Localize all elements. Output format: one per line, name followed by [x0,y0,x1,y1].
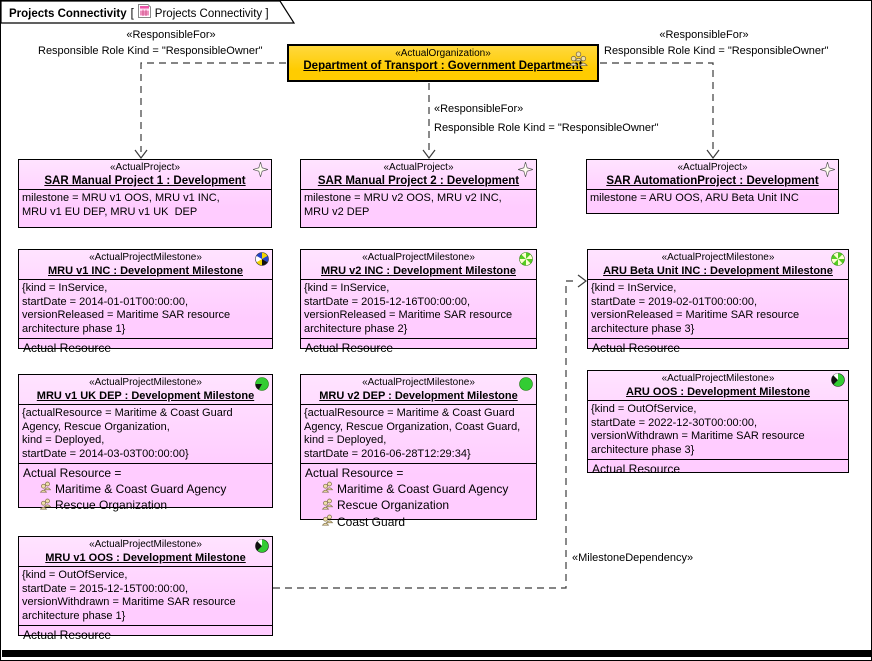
people-icon [321,498,334,515]
bottom-scrollbar[interactable] [2,650,871,657]
milestone-name: MRU v1 INC : Development Milestone [48,265,243,277]
project-attributes: milestone = ARU OOS, ARU Beta Unit INC [587,189,838,213]
diagram-tab[interactable]: Projects Connectivity [ Projects Connect… [9,4,269,23]
node-aru-oos[interactable]: «ActualProjectMilestone» ARU OOS : Devel… [587,370,849,476]
diagram-tab-bracket: [ [130,7,134,20]
circle-green-icon [519,377,533,396]
responsible-for-left-arrowhead [134,149,148,159]
organization-people-icon [568,51,589,73]
project-stereotype: «ActualProject» [109,162,181,173]
milestone-stereotype: «ActualProjectMilestone» [89,377,202,388]
milestone-dependency-line[interactable] [273,280,578,589]
pie-green-black-icon [831,373,845,392]
milestone-constraints: {kind = InService, startDate = 2019-02-0… [588,279,848,338]
project-stereotype: «ActualProject» [383,162,454,173]
milestone-resource-compartment: Actual Resource = Maritime & Coast Guard… [301,463,536,532]
responsible-for-right-stereotype[interactable]: «ResponsibleFor» [659,29,749,41]
sparkle-icon [516,160,535,182]
project-stereotype: «ActualProject» [677,162,748,173]
project-attributes: milestone = MRU v2 OOS, MRU v2 INC, MRU … [301,189,536,227]
milestone-stereotype: «ActualProjectMilestone» [661,373,775,384]
milestone-stereotype: «ActualProjectMilestone» [661,252,775,263]
pie-green-pinwheel-icon [519,252,533,271]
diagram-tab-reference: Projects Connectivity ] [154,7,269,20]
resource-name: Maritime & Coast Guard Agency [55,481,227,496]
milestone-constraints: {actualResource = Maritime & Coast Guard… [301,404,536,463]
responsible-for-middle-stereotype[interactable]: «ResponsibleFor» [434,103,524,115]
milestone-stereotype: «ActualProjectMilestone» [362,377,475,388]
resource-name: Maritime & Coast Guard Agency [337,481,509,496]
milestone-constraints: {actualResource = Maritime & Coast Guard… [19,404,272,463]
responsible-for-left-role-kind[interactable]: Responsible Role Kind = "ResponsibleOwne… [38,45,263,57]
node-mru-v1-oos[interactable]: «ActualProjectMilestone» MRU v1 OOS : De… [18,536,273,642]
milestone-name: MRU v2 INC : Development Milestone [321,265,516,277]
milestone-resource-label: Actual Resource = [305,466,404,480]
milestone-constraints: {kind = InService, startDate = 2014-01-0… [19,279,272,338]
resource-item: Rescue Organization [305,498,532,515]
responsible-for-right-role-kind[interactable]: Responsible Role Kind = "ResponsibleOwne… [604,45,829,57]
resource-item: Coast Guard [305,514,532,531]
diagram-tab-title: Projects Connectivity [9,7,127,20]
milestone-resource-compartment: Actual Resource = Maritime & Coast Guard… [19,463,272,515]
node-sar-manual-project-2[interactable]: «ActualProject» SAR Manual Project 2 : D… [300,159,537,228]
project-name: SAR AutomationProject : Development [606,175,819,187]
milestone-stereotype: «ActualProjectMilestone» [362,252,475,263]
milestone-dependency-arrowhead [577,274,587,288]
responsible-for-right-line[interactable] [600,62,714,152]
people-icon [39,498,52,515]
milestone-resource-compartment: Actual Resource [588,459,848,478]
people-icon [321,514,334,531]
milestone-constraints: {kind = OutOfService, startDate = 2022-1… [588,400,848,459]
milestone-stereotype: «ActualProjectMilestone» [89,539,202,550]
resource-item: Rescue Organization [23,498,268,515]
node-sar-automation-project[interactable]: «ActualProject» SAR AutomationProject : … [586,159,839,214]
milestone-stereotype: «ActualProjectMilestone» [89,252,202,263]
resource-item: Maritime & Coast Guard Agency [305,481,532,498]
responsible-for-left-line[interactable] [140,62,286,152]
milestone-name: MRU v1 OOS : Development Milestone [45,552,246,564]
diagram-icon [137,4,151,23]
pie-multicolor-icon [255,252,269,271]
people-icon [39,481,52,498]
resource-name: Rescue Organization [337,498,450,512]
organization-stereotype: «ActualOrganization» [395,48,491,59]
resource-name: Rescue Organization [55,498,168,512]
milestone-name: MRU v1 UK DEP : Development Milestone [36,390,255,402]
milestone-resource-compartment: Actual Resource [301,338,536,357]
responsible-for-left-stereotype[interactable]: «ResponsibleFor» [126,29,216,41]
organization-name: Department of Transport : Government Dep… [303,60,583,72]
milestone-resource-compartment: Actual Resource [19,625,272,644]
milestone-name: ARU OOS : Development Milestone [626,386,810,398]
milestone-resource-compartment: Actual Resource [19,338,272,357]
pie-green-pinwheel-icon [831,252,845,271]
people-icon [321,481,334,498]
responsible-for-right-arrowhead [706,149,720,159]
milestone-constraints: {kind = InService, startDate = 2015-12-1… [301,279,536,338]
node-department-of-transport[interactable]: «ActualOrganization» Department of Trans… [287,44,599,82]
sparkle-icon [818,160,837,182]
node-sar-manual-project-1[interactable]: «ActualProject» SAR Manual Project 1 : D… [18,159,272,228]
project-attributes: milestone = MRU v1 OOS, MRU v1 INC, MRU … [19,189,271,227]
milestone-name: MRU v2 DEP : Development Milestone [319,390,518,402]
milestone-resource-compartment: Actual Resource [588,338,848,357]
responsible-for-middle-arrowhead [422,149,436,159]
pie-green-notch-icon [255,377,269,396]
milestone-constraints: {kind = OutOfService, startDate = 2015-1… [19,566,272,625]
resource-name: Coast Guard [337,514,406,529]
milestone-name: ARU Beta Unit INC : Development Mileston… [603,265,833,277]
node-mru-v2-inc[interactable]: «ActualProjectMilestone» MRU v2 INC : De… [300,249,537,355]
node-mru-v1-inc[interactable]: «ActualProjectMilestone» MRU v1 INC : De… [18,249,273,355]
milestone-dependency-stereotype[interactable]: «MilestoneDependency» [572,552,694,564]
node-mru-v1-uk-dep[interactable]: «ActualProjectMilestone» MRU v1 UK DEP :… [18,374,273,512]
milestone-resource-label: Actual Resource = [23,466,122,480]
resource-item: Maritime & Coast Guard Agency [23,481,268,498]
project-name: SAR Manual Project 2 : Development [317,175,520,187]
sparkle-icon [251,160,270,182]
responsible-for-middle-role-kind[interactable]: Responsible Role Kind = "ResponsibleOwne… [434,122,659,134]
node-mru-v2-dep[interactable]: «ActualProjectMilestone» MRU v2 DEP : De… [300,374,537,529]
project-name: SAR Manual Project 1 : Development [44,175,246,187]
node-aru-beta-unit-inc[interactable]: «ActualProjectMilestone» ARU Beta Unit I… [587,249,849,355]
pie-green-black-icon [255,539,269,558]
